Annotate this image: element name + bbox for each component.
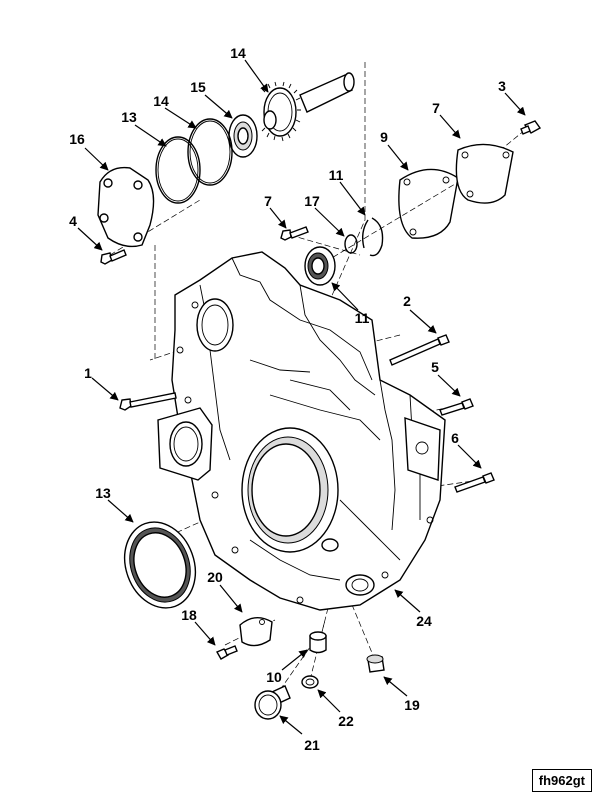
o-rings xyxy=(155,118,233,204)
callout-6: 6 xyxy=(451,430,459,446)
callout-3: 3 xyxy=(498,78,506,94)
callout-14-upper: 14 xyxy=(153,93,169,109)
callout-10: 10 xyxy=(266,669,282,685)
leader-lines xyxy=(77,59,526,735)
seal xyxy=(304,246,336,286)
callout-18: 17 xyxy=(304,193,320,209)
bolt-part-8 xyxy=(280,226,309,241)
callout-21: 20 xyxy=(207,569,223,585)
bolt-part-6 xyxy=(454,472,495,493)
cover-plate xyxy=(97,166,155,248)
plug-part-20 xyxy=(366,654,385,673)
callout-9: 9 xyxy=(380,129,388,145)
callout-11: 11 xyxy=(355,310,370,326)
washer xyxy=(301,675,319,689)
callout-16: 15 xyxy=(190,79,206,95)
callout-labels: 14 15 14 13 16 4 7 17 11 9 7 3 11 2 5 6 … xyxy=(69,45,506,753)
access-cover xyxy=(455,143,514,204)
figure-code-label: fh962gt xyxy=(531,769,592,792)
callout-1: 1 xyxy=(84,365,92,381)
callout-5: 5 xyxy=(431,359,439,375)
bolt-part-2 xyxy=(389,334,450,366)
bolt-part-5 xyxy=(439,398,474,416)
gear-housing xyxy=(157,251,446,611)
drain-plug xyxy=(254,685,291,720)
small-cover xyxy=(239,617,273,647)
snap-ring-small xyxy=(344,234,358,254)
front-seal xyxy=(123,521,197,609)
callout-17: 16 xyxy=(69,131,85,147)
bolt-part-4 xyxy=(100,249,127,265)
callout-22: 21 xyxy=(304,737,320,753)
dowel xyxy=(309,631,327,654)
callout-4: 4 xyxy=(69,213,77,229)
gasket xyxy=(398,168,459,239)
bearing xyxy=(228,114,258,158)
screw-part-19 xyxy=(216,645,238,660)
callout-19: 18 xyxy=(181,607,197,623)
bolt-part-3 xyxy=(520,120,542,135)
bolt-part-1 xyxy=(119,392,177,411)
callout-13: 13 xyxy=(95,485,111,501)
callout-23: 22 xyxy=(338,713,354,729)
idler-gear-shaft xyxy=(261,72,355,142)
callout-12: 11 xyxy=(329,167,344,183)
callout-14-lower: 13 xyxy=(121,109,137,125)
callout-15: 14 xyxy=(230,45,246,61)
callout-7: 7 xyxy=(432,100,440,116)
callout-24: 24 xyxy=(416,613,432,629)
callout-8: 7 xyxy=(264,193,272,209)
snap-ring-large xyxy=(361,217,384,257)
callout-20: 19 xyxy=(404,697,420,713)
callout-2: 2 xyxy=(403,293,411,309)
